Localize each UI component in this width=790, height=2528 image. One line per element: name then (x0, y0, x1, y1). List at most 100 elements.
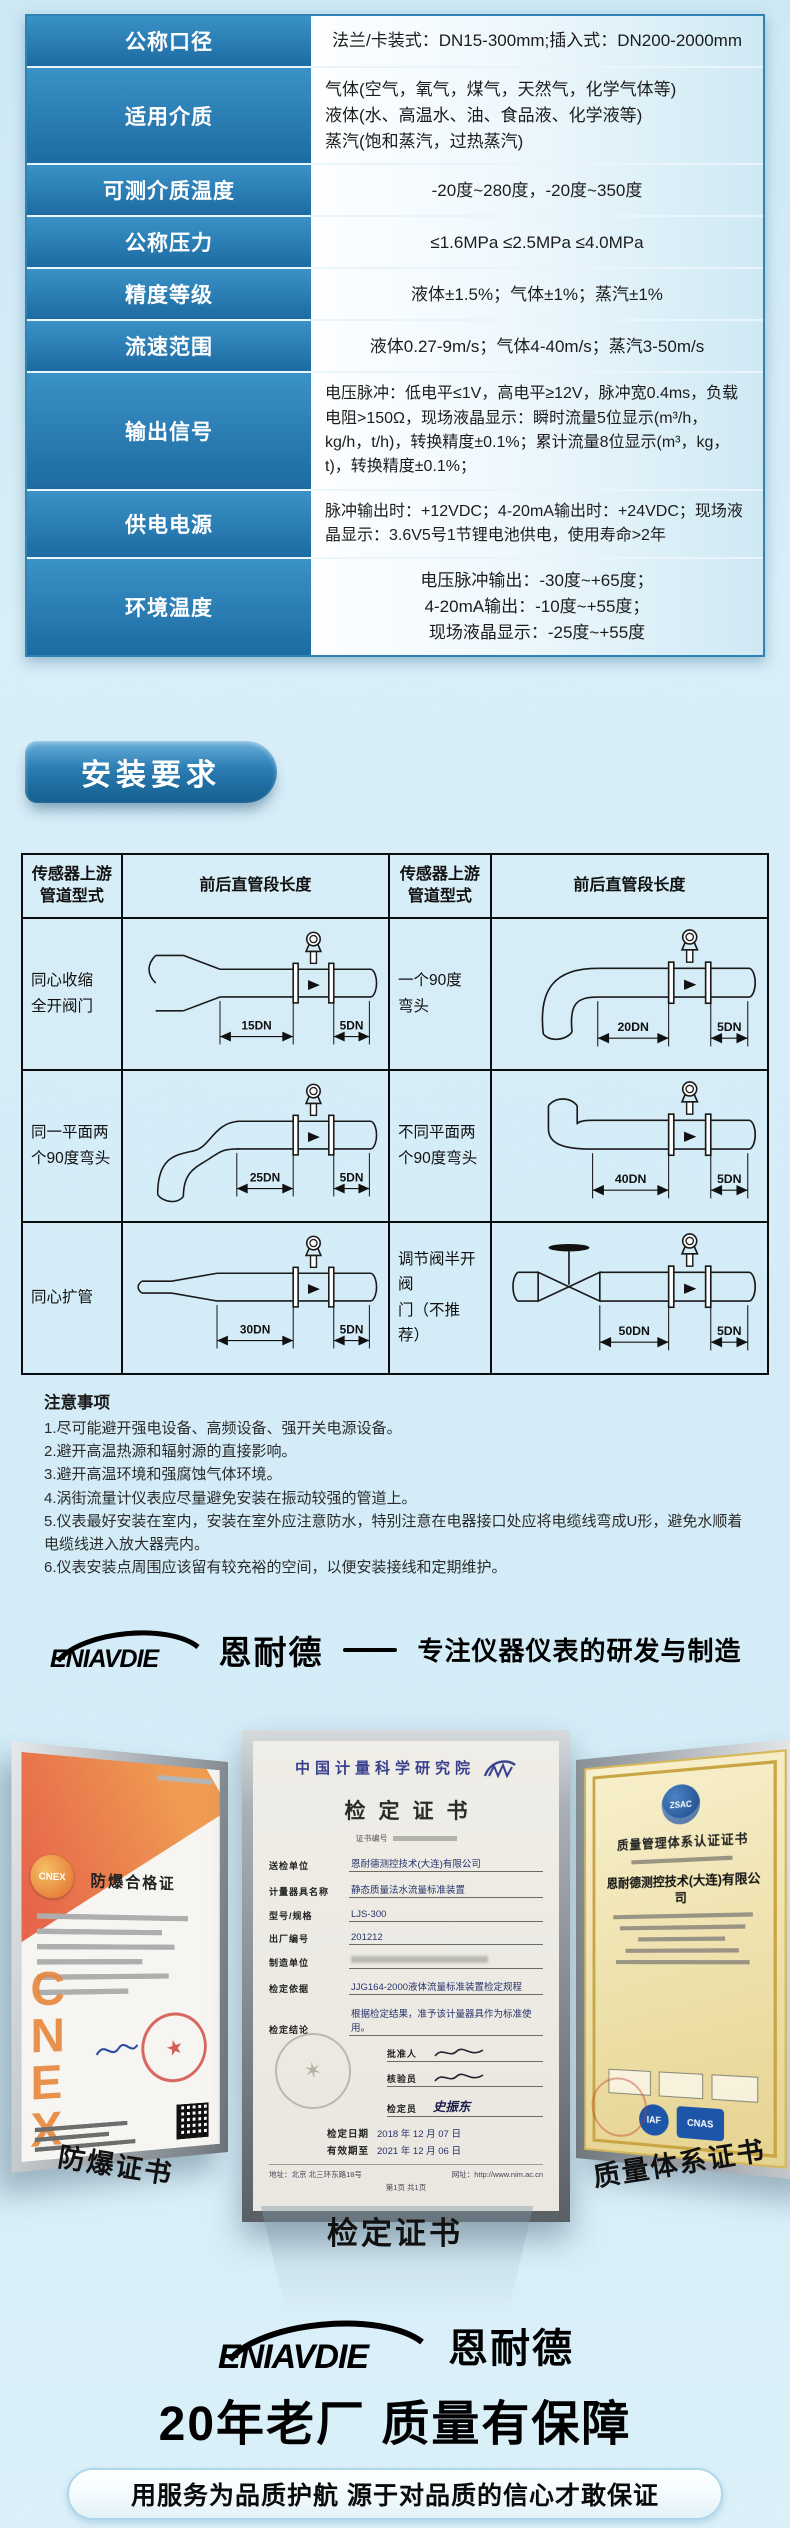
cert-text-bar (625, 1948, 739, 1953)
spec-value: 电压脉冲：低电平≤1V，高电平≥12V，脉冲宽0.4ms，负载电阻>150Ω，现… (311, 373, 763, 489)
brand-logo-icon: ENIAVDIE (50, 1630, 201, 1673)
spec-label: 精度等级 (27, 269, 311, 320)
verification-cert-header: 中国计量科学研究院 (269, 1757, 543, 1779)
install-type-cell: 一个90度 弯头 (387, 916, 492, 1071)
spec-row: 流速范围液体0.27-9m/s；气体4-40m/s；蒸汽3-50m/s (27, 319, 763, 372)
spec-value: ≤1.6MPa ≤2.5MPa ≤4.0MPa (311, 217, 763, 268)
note-item: 4.涡街流量计仪表应尽量避免安装在振动较强的管道上。 (44, 1489, 417, 1507)
spec-row: 适用介质气体(空气，氧气，煤气，天然气，化学气体等) 液体(水、高温水、油、食品… (27, 66, 763, 164)
install-header-row: 传感器上游 管道型式前后直管段长度传感器上游 管道型式前后直管段长度 (21, 852, 770, 919)
cert-field-label: 检定结论 (269, 2024, 310, 2035)
install-table-wrap: 传感器上游 管道型式前后直管段长度传感器上游 管道型式前后直管段长度同心收缩 全… (21, 852, 770, 1375)
brand-tagline: 专注仪器仪表的研发与制造 (417, 1636, 742, 1667)
cert-field-value: 201212 (349, 1932, 543, 1946)
verification-cert-title: 检定证书 (344, 1799, 481, 1823)
footer-slogan-text: 用服务为品质护航 源于对品质的信心才敢保证 (131, 2481, 659, 2510)
cert-field-row: 计量器具名称静态质量法水流量标准装置 (269, 1882, 543, 1899)
svg-text:5DN: 5DN (717, 1172, 742, 1186)
cert-verification: 中国计量科学研究院 检定证书 证书编号 送检单位恩耐德测控技术(大连)有限公司计… (253, 1740, 559, 2211)
cert-field-value (349, 1955, 543, 1969)
spec-value: -20度~280度，-20度~350度 (311, 165, 763, 216)
cert-footer-website: 网址：http://www.nim.ac.cn (451, 2170, 543, 2180)
signature-icon (95, 2036, 140, 2065)
cert-frame-verification: 中国计量科学研究院 检定证书 证书编号 送检单位恩耐德测控技术(大连)有限公司计… (242, 1729, 570, 2222)
cert-field-label: 出厂编号 (269, 1934, 310, 1945)
blurred-text-bar (351, 1955, 488, 1963)
cert-text-bar (631, 1855, 733, 1865)
install-header-cell: 传感器上游 管道型式 (21, 852, 123, 919)
cert-signer-label: 检定员 (386, 2104, 417, 2115)
notes-title: 注意事项 (44, 1393, 110, 1412)
cert-text-bar (637, 1936, 726, 1942)
spec-row: 环境温度电压脉冲输出：-30度~+65度； 4-20mA输出：-10度~+55度… (27, 557, 763, 655)
emboss-stamp-icon: ✶ (268, 2026, 358, 2115)
metrology-institute-name: 中国计量科学研究院 (294, 1760, 475, 1778)
svg-text:5DN: 5DN (717, 1020, 742, 1034)
cert-field-label: 型号/规格 (269, 1910, 313, 1921)
qr-code-icon (176, 2101, 209, 2140)
spec-label: 适用介质 (27, 68, 311, 164)
spec-row: 供电电源脉冲输出时：+12VDC；4-20mA输出时：+24VDC；现场液晶显示… (27, 488, 763, 558)
install-type-cell: 不同平面两 个90度弯头 (387, 1068, 492, 1223)
quality-cert-company: 恩耐德测控技术(大连)有限公司 (606, 1870, 761, 1906)
cert-signer-label: 批准人 (386, 2049, 417, 2060)
spec-label: 输出信号 (27, 373, 311, 489)
svg-text:50DN: 50DN (618, 1324, 650, 1338)
spec-value: 液体±1.5%；气体±1%；蒸汽±1% (311, 269, 763, 320)
red-stamp-icon: ★ (134, 2004, 214, 2091)
footer-section: ENIAVDIE 恩耐德 20年老厂 质量有保障 用服务为品质护航 源于对品质的… (0, 2316, 790, 2520)
cert-label-verification: 检定证书 (327, 2215, 463, 2251)
brand-logo-en-text: ENIAVDIE (50, 1645, 161, 1673)
spec-label: 可测介质温度 (27, 165, 311, 216)
footer-logo: ENIAVDIE 恩耐德 (0, 2316, 790, 2374)
cert-field-row: 检定结论根据检定结果，准予该计量器具作为标准使用。 (269, 2006, 543, 2036)
svg-text:5DN: 5DN (717, 1324, 742, 1338)
cert-date-label: 检定日期 (327, 2129, 370, 2141)
cert-date-label: 有效期至 (327, 2146, 370, 2158)
cert-footer-address: 地址：北京 北三环东路18号 (269, 2170, 362, 2180)
cert-signer-row: 检定员史振东 (386, 2096, 543, 2118)
cnex-letter: E (30, 2055, 63, 2111)
cert-footer-page: 第1页 共1页 (385, 2183, 427, 2193)
cert-text-bar (619, 1924, 746, 1931)
spec-row: 可测介质温度-20度~280度，-20度~350度 (27, 163, 763, 216)
brand-dash (343, 1647, 398, 1652)
cert-quality: ZSAC 质量管理体系认证证书 恩耐德测控技术(大连)有限公司 IAF CNAS (584, 1748, 787, 2169)
cert-signer-label: 核验员 (386, 2074, 417, 2085)
cert-field-row: 型号/规格 LJS-300 (269, 1909, 543, 1922)
cert-field-value: LJS-300 (349, 1909, 543, 1922)
cert-signatures: 批准人核验员检定员史振东 (386, 2046, 543, 2118)
cert-reflection-decor (260, 2205, 534, 2316)
svg-text:15DN: 15DN (241, 1018, 271, 1032)
spec-label: 环境温度 (27, 559, 311, 655)
install-header-cell: 传感器上游 管道型式 (387, 852, 492, 919)
cert-field-value: 恩耐德测控技术(大连)有限公司 (349, 1856, 543, 1872)
signature-icon (434, 2048, 484, 2057)
pipe-diagram-valve: 50DN 5DN (511, 1233, 756, 1351)
cert-field-label: 计量器具名称 (269, 1887, 330, 1898)
footer-logo-icon: ENIAVDIE (218, 2320, 424, 2374)
cert-number-row: 证书编号 (269, 1833, 543, 1844)
cert-field-row: 制造单位 (269, 1955, 543, 1969)
explosion-proof-cert-title: 防爆合格证 (90, 1872, 176, 1893)
note-item: 2.避开高温热源和辐射源的直接影响。 (44, 1443, 297, 1461)
section-pill-label: 安装要求 (81, 758, 221, 792)
cnex-letter: C (30, 1961, 65, 2016)
install-type-cell: 同心收缩 全开阀门 (21, 916, 123, 1071)
cert-frame-quality: ZSAC 质量管理体系认证证书 恩耐德测控技术(大连)有限公司 IAF CNAS (576, 1737, 790, 2180)
cert-signer-row: 批准人 (386, 2046, 543, 2063)
svg-text:25DN: 25DN (250, 1170, 280, 1184)
cert-field-label: 检定依据 (269, 1984, 310, 1995)
install-header-cell: 前后直管段长度 (120, 852, 390, 919)
